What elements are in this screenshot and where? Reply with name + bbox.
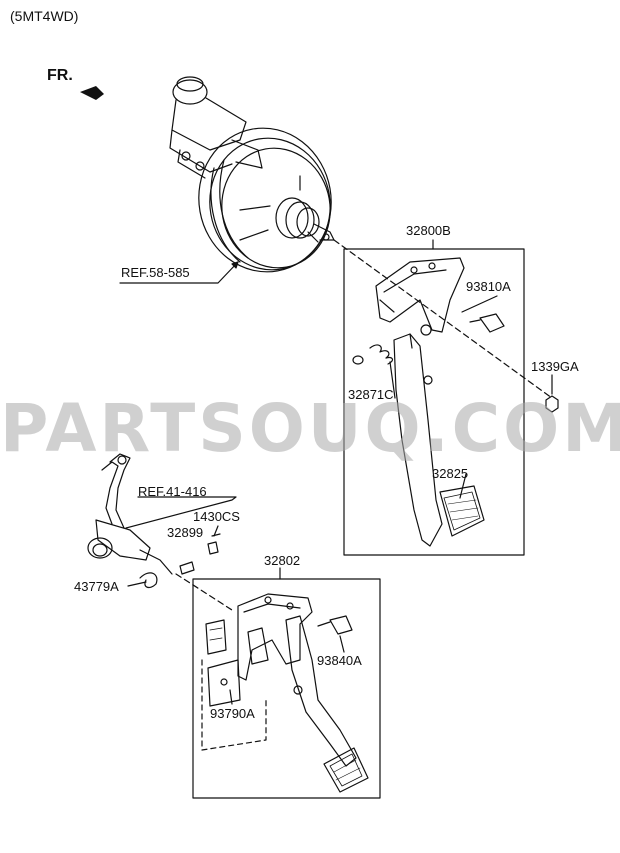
label-pin[interactable]: 32899 bbox=[167, 525, 204, 540]
clutch-assembly-frame bbox=[343, 248, 525, 556]
label-ref-clutch[interactable]: REF.41-416 bbox=[138, 484, 207, 499]
nut-icon bbox=[545, 395, 559, 413]
label-bolt[interactable]: 1430CS bbox=[193, 509, 240, 524]
label-nut[interactable]: 1339GA bbox=[531, 359, 579, 374]
clip-icon bbox=[139, 572, 158, 589]
label-switch-a[interactable]: 93810A bbox=[466, 279, 511, 294]
ref-booster-arrow-icon bbox=[231, 261, 239, 269]
bolt-icon bbox=[207, 533, 221, 555]
label-sensor[interactable]: 93790A bbox=[210, 706, 255, 721]
clip-leader bbox=[127, 581, 147, 587]
booster-link-dashed bbox=[333, 239, 553, 399]
clutch-master-cylinder-icon bbox=[87, 453, 173, 575]
brake-assembly-frame bbox=[192, 578, 381, 799]
ref-booster-leader bbox=[119, 261, 239, 284]
spring-leader bbox=[389, 361, 396, 399]
variant-label: (5MT4WD) bbox=[10, 8, 79, 24]
ref-clutch-leader bbox=[125, 496, 237, 529]
sensor-dashed-bracket bbox=[201, 659, 267, 751]
sensor-leader bbox=[229, 689, 233, 705]
label-brake-assembly[interactable]: 32802 bbox=[264, 553, 301, 568]
clutch-link-dashed bbox=[175, 573, 233, 611]
front-label: FR. bbox=[47, 67, 73, 84]
pad-leader bbox=[459, 473, 467, 499]
bolt-leader bbox=[213, 525, 219, 537]
brake-booster-icon bbox=[169, 76, 335, 273]
label-clip[interactable]: 43779A bbox=[74, 579, 119, 594]
pin-icon bbox=[179, 561, 195, 575]
front-arrow-icon bbox=[80, 86, 104, 100]
label-clutch-assembly[interactable]: 32800B bbox=[406, 223, 451, 238]
label-switch-b[interactable]: 93840A bbox=[317, 653, 362, 668]
switch-b-leader bbox=[339, 635, 345, 653]
brake-pedal-icon bbox=[205, 593, 369, 793]
label-spring[interactable]: 32871C bbox=[348, 387, 394, 402]
clutch-pedal-icon bbox=[352, 257, 505, 547]
switch-a-leader bbox=[461, 295, 498, 313]
label-ref-booster[interactable]: REF.58-585 bbox=[121, 265, 190, 280]
label-pad[interactable]: 32825 bbox=[432, 466, 469, 481]
